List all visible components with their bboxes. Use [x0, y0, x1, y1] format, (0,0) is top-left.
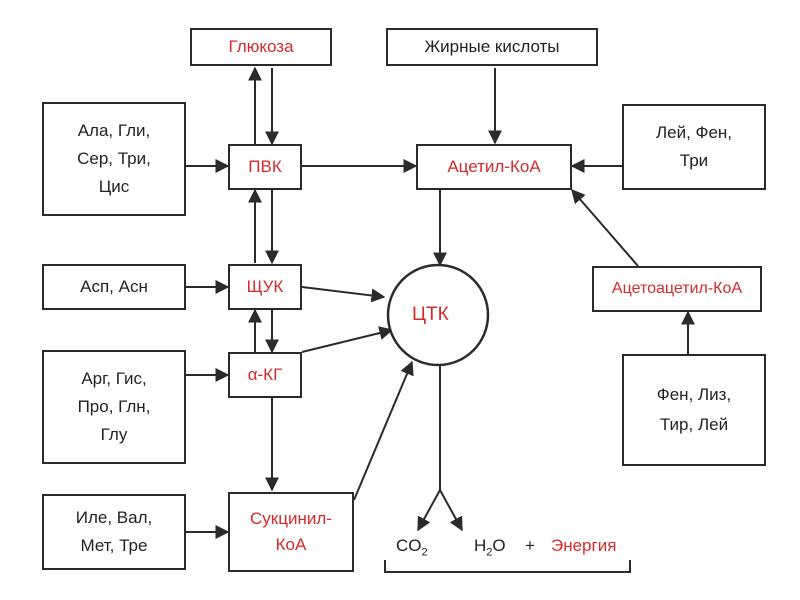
fatty-acids-label: Жирные кислоты [424, 37, 560, 56]
amino-group-3-line-1: Арг, Гис, [81, 369, 147, 388]
amino-group-1-box: Ала, Гли, Сер, Три, Цис [42, 102, 186, 216]
arrow-shchuk-to-tca [301, 286, 386, 303]
shchuk-label: ЩУК [246, 277, 284, 296]
amino-group-1-line-2: Сер, Три, [77, 149, 151, 168]
right-top-group-box: Лей, Фен, Три [622, 104, 766, 190]
amino-group-1-line-3: Цис [98, 177, 130, 196]
h2o-product: H2O [474, 536, 506, 558]
shchuk-box: ЩУК [228, 264, 302, 310]
amino-group-1-line-1: Ала, Гли, [77, 121, 151, 140]
alpha-kg-label: α-КГ [247, 365, 283, 384]
pvk-label: ПВК [248, 157, 282, 176]
amino-group-3-line-2: Про, Глн, [77, 397, 151, 416]
right-bottom-line-2: Тир, Лей [659, 415, 729, 434]
amino-group-2-label: Асп, Асн [80, 277, 148, 296]
h2o-subscript: 2 [486, 546, 493, 559]
tca-circle [386, 263, 490, 367]
right-bottom-line-1: Фен, Лиз, [656, 385, 732, 404]
amino-group-4-box: Иле, Вал, Мет, Тре [42, 494, 186, 570]
succinyl-coa-line-1: Сукцинил- [250, 509, 332, 528]
right-top-line-1: Лей, Фен, [655, 123, 733, 142]
plus-sign: + [525, 536, 535, 555]
fatty-acids-box: Жирные кислоты [386, 28, 598, 66]
succinyl-coa-box: Сукцинил- КоА [228, 492, 354, 572]
co2-subscript: 2 [421, 546, 428, 559]
arrow-akg-to-tca [301, 326, 394, 353]
energy-label: Энергия [551, 536, 617, 555]
acetyl-coa-label: Ацетил-КоА [447, 157, 541, 176]
amino-group-2-box: Асп, Асн [42, 264, 186, 310]
h2o-o: O [492, 536, 506, 555]
amino-group-4-line-2: Мет, Тре [80, 536, 148, 555]
co2-base: CO [396, 536, 422, 555]
succinyl-coa-line-2: КоА [275, 535, 307, 554]
glucose-box: Глюкоза [190, 28, 332, 66]
right-bottom-group-box: Фен, Лиз, Тир, Лей [622, 354, 766, 466]
co2-product: CO2 [396, 536, 428, 558]
acetoacetyl-coa-box: Ацетоацетил-КоА [592, 266, 762, 312]
pvk-box: ПВК [228, 144, 302, 190]
alpha-kg-box: α-КГ [228, 352, 302, 398]
arrow-tca-to-co2 [417, 489, 441, 532]
tca-label: ЦТК [412, 304, 449, 325]
amino-group-3-line-3: Глу [100, 425, 128, 444]
h2o-h: H [474, 536, 487, 555]
products-bracket [384, 560, 631, 573]
acetoacetyl-coa-label: Ацетоацетил-КоА [611, 280, 743, 297]
amino-group-4-line-1: Иле, Вал, [75, 508, 153, 527]
glucose-label: Глюкоза [228, 37, 294, 56]
right-top-line-2: Три [679, 151, 709, 170]
acetyl-coa-box: Ацетил-КоА [416, 144, 572, 190]
arrow-tca-to-h2o [439, 489, 463, 532]
arrow-succinyl-to-tca [353, 360, 414, 501]
arrow-acetoacetyl-to-acetylcoa [571, 188, 639, 267]
amino-group-3-box: Арг, Гис, Про, Глн, Глу [42, 350, 186, 464]
